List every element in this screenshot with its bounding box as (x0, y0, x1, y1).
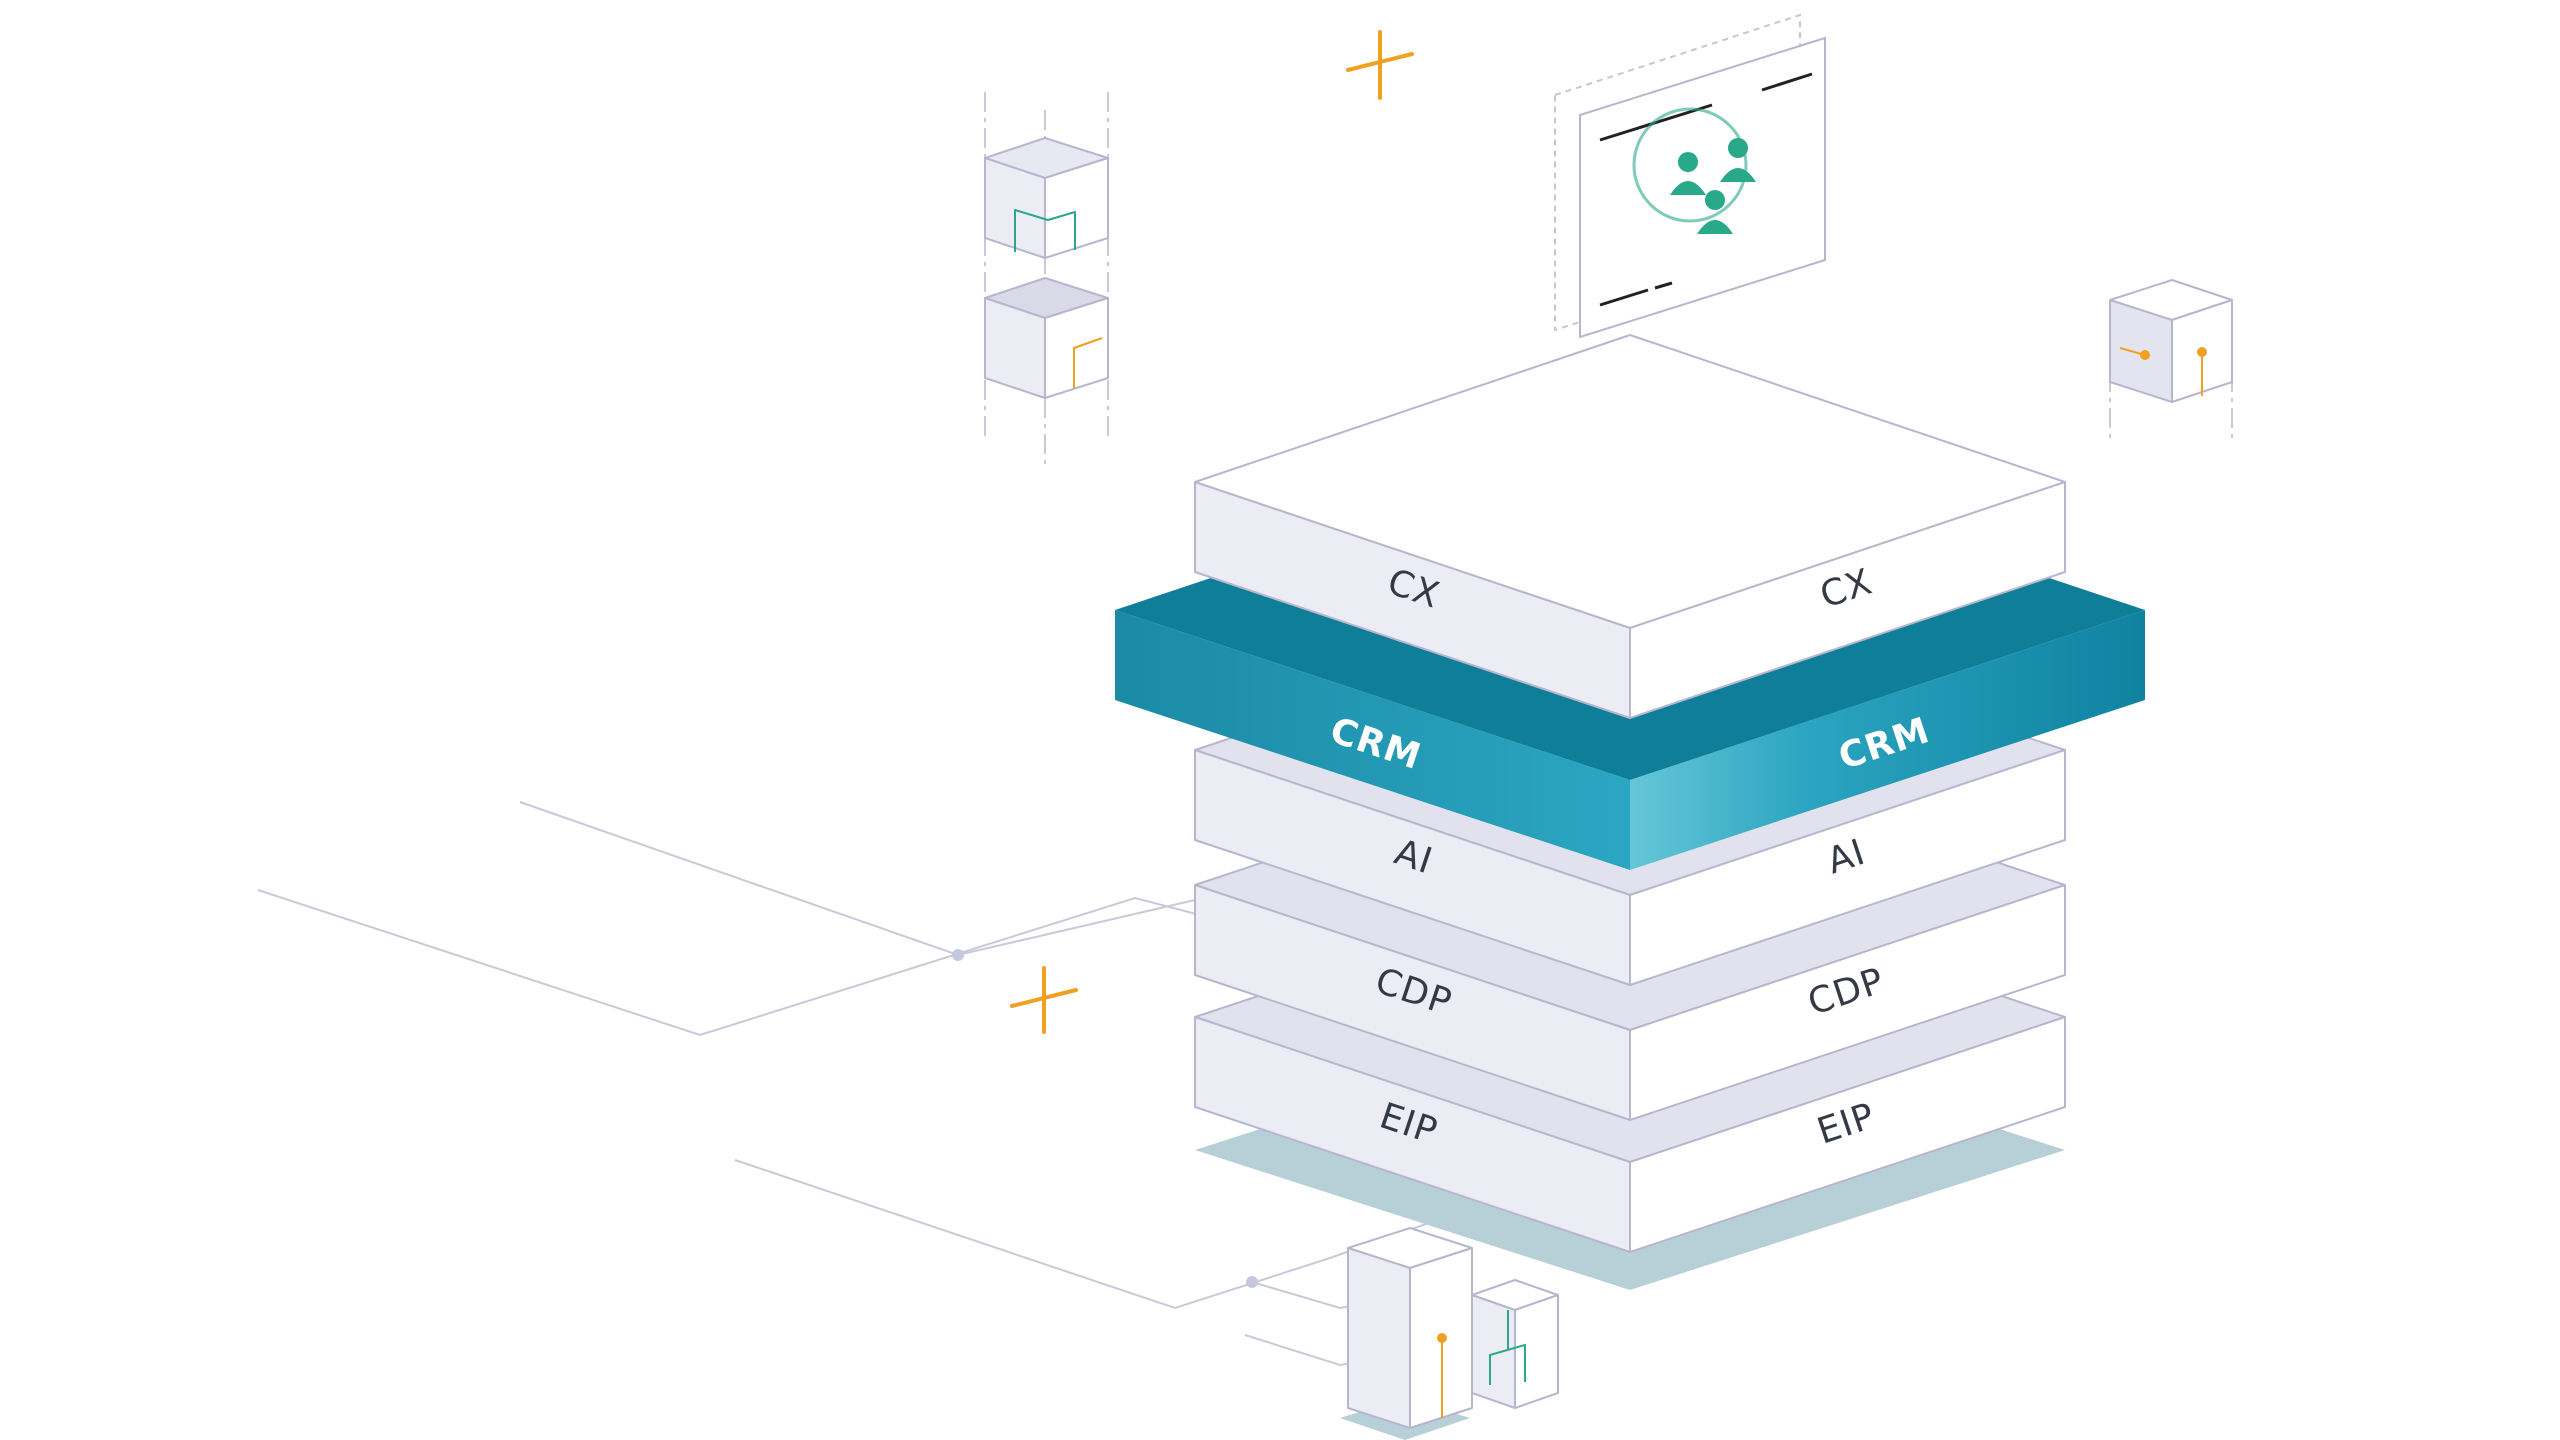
connector-node (952, 949, 964, 961)
connector-line-lower (257, 889, 1201, 1037)
floating-card (1554, 13, 1826, 339)
plus-icon (1010, 966, 1078, 1034)
cube-icon (984, 92, 1109, 465)
cube-icon (1340, 1227, 1473, 1440)
connector-node (1246, 1276, 1258, 1288)
people-network-icon (1632, 107, 1756, 234)
connector-line-upper (519, 801, 1196, 957)
cube-icon (2109, 279, 2233, 440)
layer-cx (1194, 334, 2066, 719)
cube-icon (1471, 1279, 1559, 1409)
plus-icon (1346, 30, 1414, 100)
